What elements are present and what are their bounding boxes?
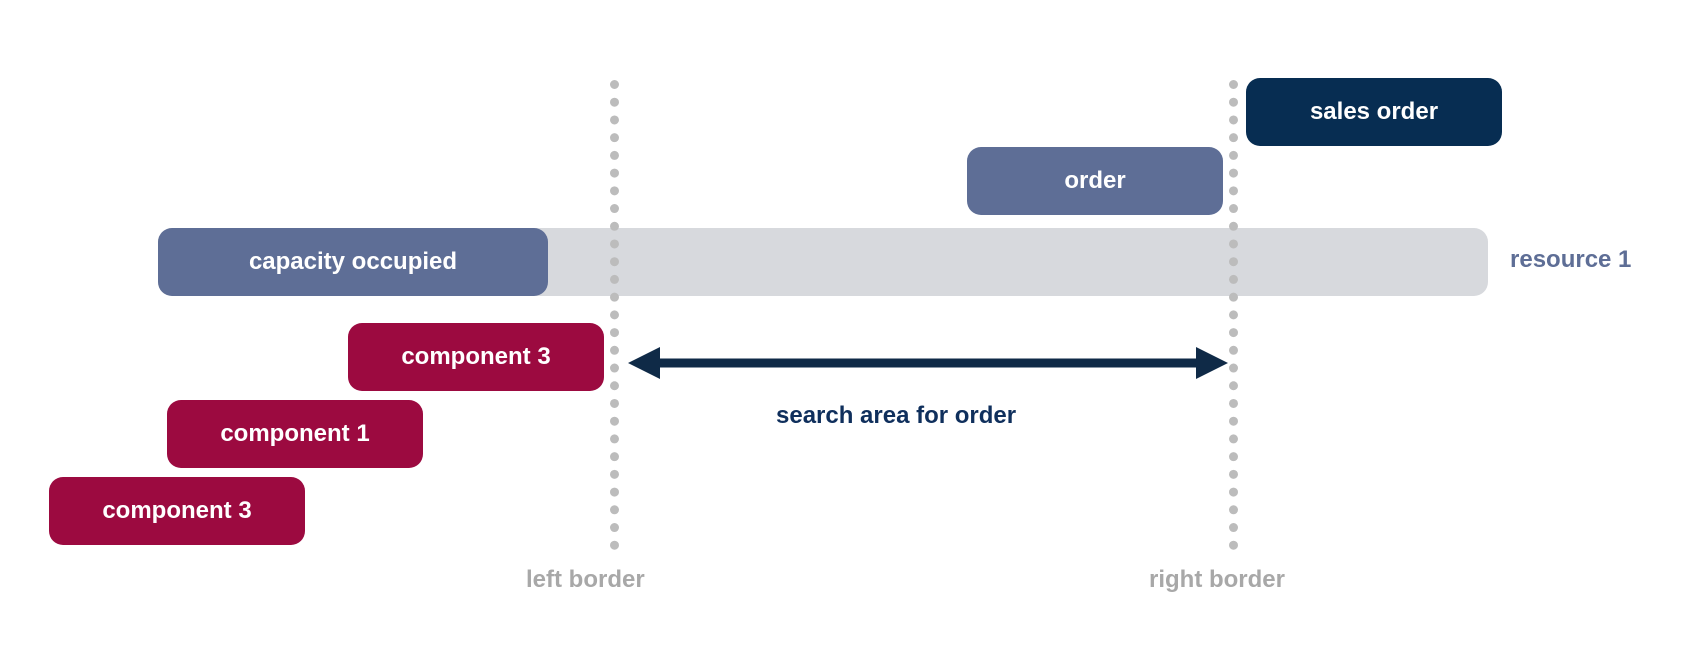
left-border-line (610, 80, 619, 550)
component-3-box-bottom: component 3 (49, 477, 305, 545)
capacity-occupied-box: capacity occupied (158, 228, 548, 296)
search-area-label: search area for order (776, 402, 1017, 429)
arrow-head-left (628, 347, 660, 379)
order-box: order (967, 147, 1223, 215)
component-3-box-top: component 3 (348, 323, 604, 391)
right-border-label: right border (1149, 566, 1285, 593)
sales-order-box: sales order (1246, 78, 1502, 146)
arrow-head-right (1196, 347, 1228, 379)
resource-label: resource 1 (1510, 246, 1632, 273)
component-1-box: component 1 (167, 400, 423, 468)
left-border-label: left border (526, 566, 645, 593)
right-border-line (1229, 80, 1238, 550)
